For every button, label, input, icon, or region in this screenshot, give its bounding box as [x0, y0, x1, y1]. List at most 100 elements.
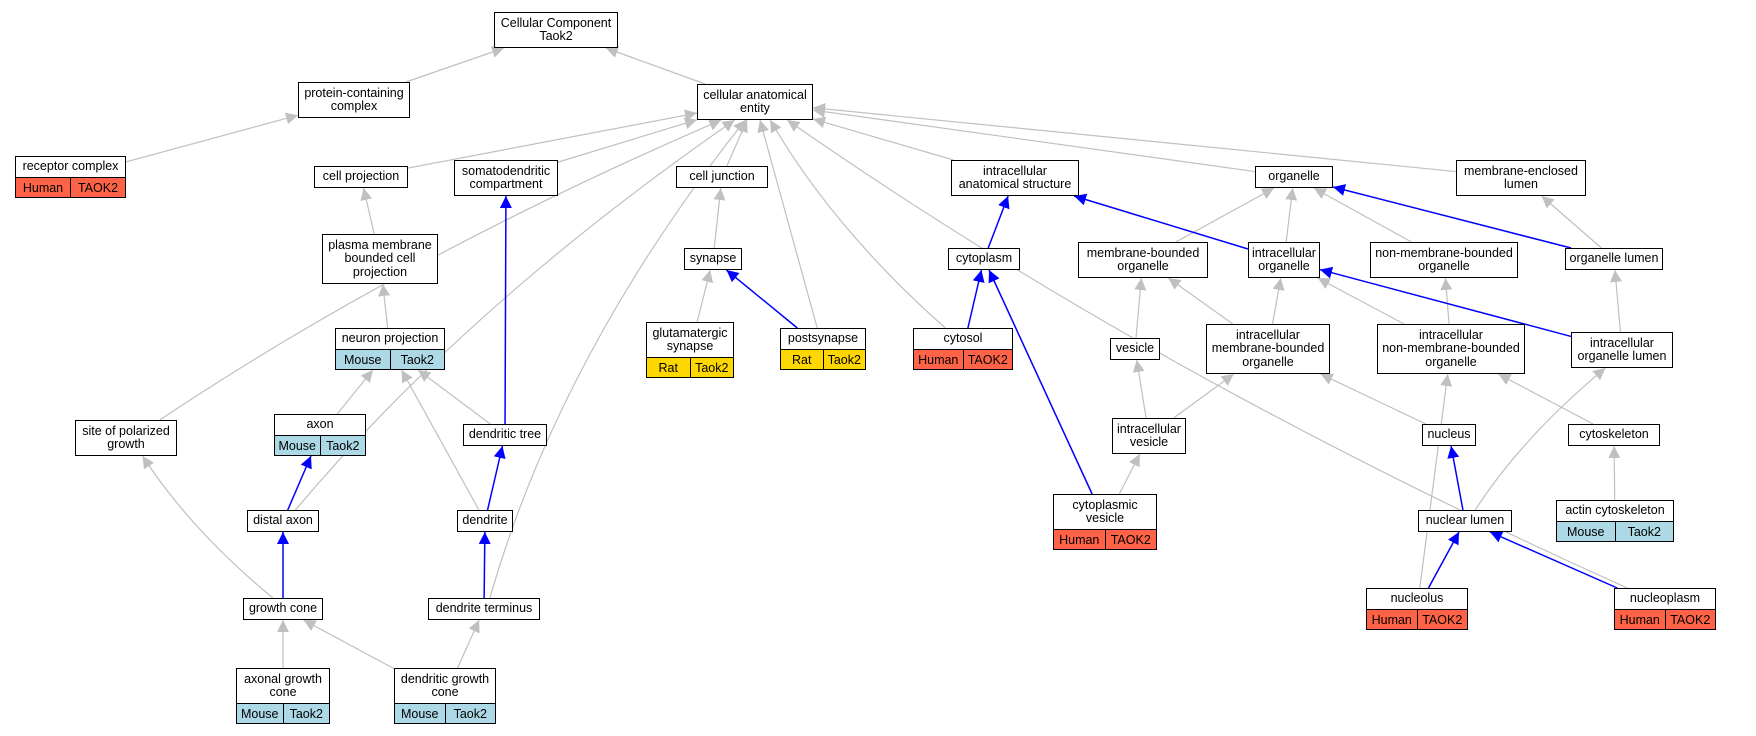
- node-label-line: vesicle: [1115, 341, 1155, 356]
- node-dax[interactable]: distal axon: [247, 510, 319, 532]
- node-ves[interactable]: vesicle: [1110, 338, 1160, 360]
- edge-sdc-to-cae: [557, 117, 698, 163]
- gene-badge: Taok2: [822, 350, 866, 369]
- node-cj[interactable]: cell junction: [676, 166, 768, 188]
- node-label-line: vesicle: [1085, 511, 1125, 525]
- gene-badge: TAOK2: [1416, 610, 1468, 629]
- node-label-line: nuclear lumen: [1425, 513, 1505, 528]
- node-syn[interactable]: synapse: [684, 248, 742, 270]
- edge-cv-to-iv: [1118, 453, 1141, 495]
- edge-dgc-to-dterm: [457, 619, 480, 669]
- node-label-line: synapse: [666, 339, 714, 353]
- node-label-line: lumen: [1503, 177, 1539, 191]
- node-nl[interactable]: nuclear lumen: [1418, 510, 1512, 532]
- gene-badge: Taok2: [1614, 522, 1674, 541]
- edge-nl-to-iol: [1474, 367, 1606, 511]
- species-badge: Mouse: [343, 352, 382, 367]
- node-dterm[interactable]: dendrite terminus: [428, 598, 540, 620]
- node-label-line: growth cone: [248, 601, 318, 616]
- edge-np-to-pmbcp: [378, 283, 391, 329]
- node-label: growth cone: [244, 599, 322, 619]
- node-label-line: complex: [330, 99, 378, 113]
- edge-rc-to-pcc: [125, 112, 299, 163]
- node-label-line: organelle: [1418, 259, 1470, 273]
- node-label-line: membrane-enclosed: [1464, 163, 1578, 178]
- node-csk[interactable]: cytoskeleton: [1568, 424, 1660, 446]
- gene-badge: Taok2: [282, 704, 330, 723]
- node-label-line: cytosol: [943, 331, 983, 346]
- edge-nl-to-nuc: [1447, 445, 1464, 511]
- node-ol[interactable]: organelle lumen: [1565, 248, 1663, 270]
- node-label-line: anatomical structure: [958, 177, 1072, 191]
- node-org[interactable]: organelle: [1255, 166, 1333, 188]
- node-label: nucleolus: [1367, 589, 1467, 609]
- node-nuc[interactable]: nucleus: [1422, 424, 1476, 446]
- node-gc[interactable]: growth cone: [243, 598, 323, 620]
- edge-gc-to-spg: [142, 455, 274, 599]
- node-label-line: organelle: [1242, 354, 1294, 369]
- edge-imbo-to-io: [1271, 277, 1285, 325]
- node-label: dendrite: [458, 511, 512, 531]
- node-label: synapse: [685, 249, 741, 269]
- species-badge: Human: [22, 180, 64, 195]
- node-label: cytosol: [914, 329, 1012, 349]
- node-cyto[interactable]: cytoplasm: [948, 248, 1020, 270]
- edge-nucleolus-to-inmbo: [1419, 373, 1453, 589]
- node-label-line: cytoplasmic: [1072, 497, 1138, 512]
- node-label-line: postsynapse: [787, 331, 859, 346]
- node-cp[interactable]: cell projection: [314, 166, 408, 188]
- node-dt[interactable]: dendritic tree: [463, 424, 547, 446]
- node-label: nucleus: [1423, 425, 1475, 445]
- node-label-line: intracellular: [983, 163, 1047, 178]
- node-label-line: compartment: [469, 177, 543, 191]
- gene-badge: TAOK2: [70, 178, 125, 197]
- node-den[interactable]: dendrite: [457, 510, 513, 532]
- species-badge: Mouse: [278, 438, 317, 453]
